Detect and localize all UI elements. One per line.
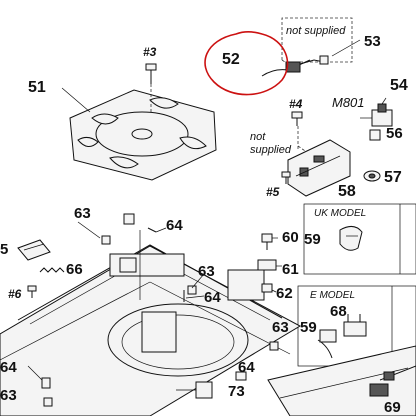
part-60: [261, 233, 273, 250]
part-63-c: [187, 285, 197, 295]
note-not-supplied-left-line2: supplied: [250, 144, 292, 156]
note-not-supplied-left-line1: not: [250, 131, 266, 143]
leader-53: [331, 39, 361, 57]
part-63-bottom: [43, 397, 53, 407]
part-63-a: [101, 235, 111, 245]
uk-adapter-59: [339, 226, 363, 251]
motor-m801: [360, 103, 393, 127]
red-annotation-circle: [204, 30, 289, 96]
uk-model-label: UK MODEL: [314, 208, 366, 219]
part-63-b: [123, 213, 135, 225]
bracket-assembly-58: [287, 139, 351, 197]
part-64-c: [41, 377, 51, 389]
label-59-uk: 59: [304, 231, 321, 248]
pcb-connector: [369, 383, 389, 397]
label-64-a: 64: [166, 217, 183, 234]
label-62: 62: [276, 285, 293, 302]
label-63-b: 63: [198, 263, 215, 280]
label-63-a: 63: [74, 205, 91, 222]
screw-4: [291, 111, 303, 126]
spring-66: [39, 267, 65, 273]
turntable-well-inner: [121, 314, 235, 370]
uk-model-box: [303, 203, 416, 275]
circuit-board: [267, 345, 416, 416]
label-60: 60: [282, 229, 299, 246]
label-56: 56: [386, 125, 403, 142]
screw-5: [281, 171, 291, 184]
drive-gear-assembly: [141, 311, 177, 353]
pulley-57: [363, 170, 381, 182]
part-63-d: [269, 341, 279, 351]
label-64-b: 64: [204, 289, 221, 306]
label-68: 68: [330, 303, 347, 320]
label-57: 57: [384, 169, 402, 186]
leader-63-a: [77, 221, 101, 239]
label-screw-4: #4: [289, 97, 303, 111]
chassis-gear-housing: [119, 257, 137, 273]
label-64-d: 64: [238, 359, 255, 376]
leader-64-a: [155, 227, 167, 233]
connector-69: [379, 365, 416, 381]
leader-64-c: [27, 365, 43, 381]
label-54: 54: [390, 77, 408, 94]
leader-62: [271, 289, 277, 293]
part-62: [261, 283, 273, 293]
label-51: 51: [28, 79, 46, 96]
part-64-a: [147, 227, 157, 233]
label-66: 66: [66, 261, 83, 278]
label-64-c: 64: [0, 359, 17, 376]
label-58: 58: [338, 183, 356, 200]
label-52: 52: [222, 51, 240, 68]
plug-68: [343, 314, 367, 337]
leader-51: [61, 87, 91, 113]
label-5-left: 5: [0, 241, 8, 258]
screw-3: [145, 63, 157, 114]
part-61: [257, 259, 277, 271]
part-56: [369, 129, 381, 141]
label-69: 69: [384, 399, 401, 416]
e-model-label: E MODEL: [310, 290, 355, 301]
label-61: 61: [282, 261, 299, 278]
leader-54: [381, 97, 387, 105]
label-63-d: 63: [0, 387, 17, 404]
part-5-left: [17, 239, 51, 261]
chassis-rib-1: [0, 281, 151, 361]
label-63-c: 63: [272, 319, 289, 336]
leader-64-b: [185, 295, 205, 299]
e-adapter-59: [317, 329, 337, 359]
part-64-d: [235, 371, 247, 381]
label-59-e: 59: [300, 319, 317, 336]
label-screw-5: #5: [266, 185, 280, 199]
part-73: [195, 381, 213, 399]
label-screw-3: #3: [143, 45, 157, 59]
label-53: 53: [364, 33, 381, 50]
lamp-part-52: [261, 55, 329, 77]
chassis-rib-2: [149, 281, 291, 355]
label-m801: M801: [332, 95, 365, 110]
turntable-platter: [69, 89, 217, 181]
screw-6: [27, 285, 37, 298]
chassis-side-mount: [227, 269, 265, 301]
note-not-supplied-top: not supplied: [286, 25, 346, 37]
not-supplied-callout-box: [281, 17, 353, 63]
label-screw-6: #6: [8, 287, 22, 301]
label-73: 73: [228, 383, 245, 400]
leader-63-c: [191, 273, 205, 289]
turntable-well: [107, 303, 249, 377]
